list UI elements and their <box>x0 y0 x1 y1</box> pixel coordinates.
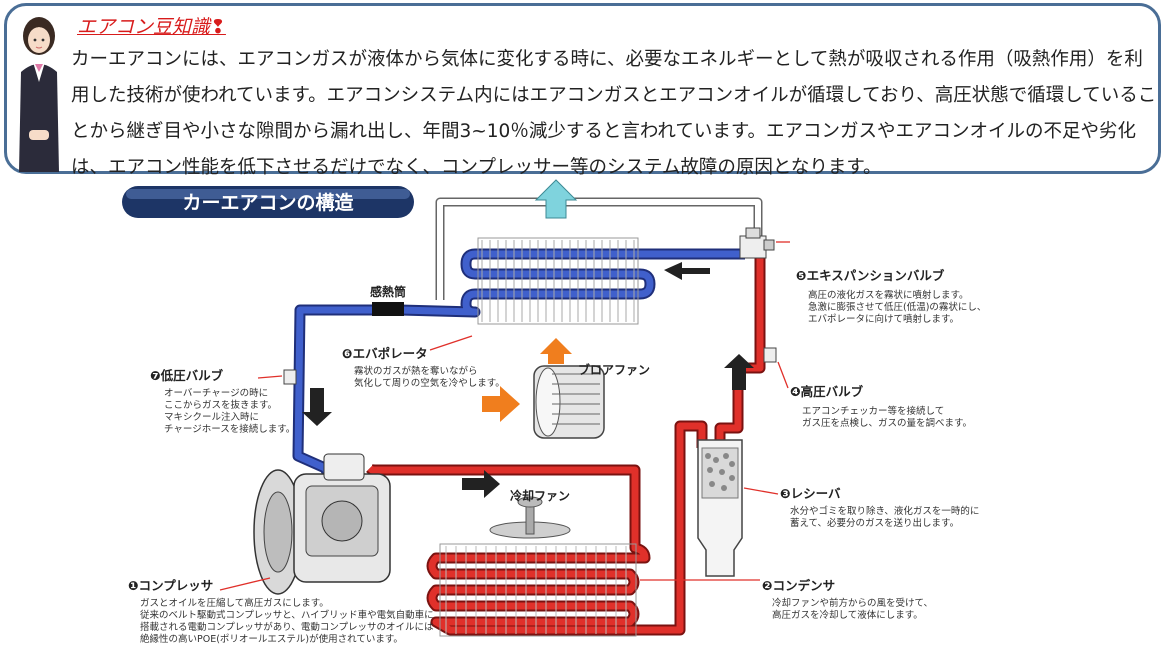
info-box: エアコン豆知識❢ カーエアコンには、エアコンガスが液体から気体に変化する時に、必… <box>4 3 1161 178</box>
diagram-title: カーエアコンの構造 <box>182 191 354 214</box>
low-valve-desc-2: ここからガスを抜きます。 <box>164 399 277 411</box>
cooling-fan <box>489 496 571 539</box>
high-valve-desc-2: ガス圧を点検し、ガスの量を調べます。 <box>802 417 972 429</box>
compressor-desc-1: ガスとオイルを圧縮して高圧ガスにします。 <box>140 597 329 609</box>
flow-arrow-right <box>462 470 500 498</box>
low-pressure-valve <box>283 369 297 385</box>
blower-arrow <box>482 386 520 422</box>
condenser-desc-2: 高圧ガスを冷却して液体にします。 <box>772 609 923 621</box>
evaporator-desc-1: 霧状のガスが熱を奪いながら <box>354 365 478 377</box>
condenser-desc-1: 冷却ファンや前方からの風を受けて、 <box>772 597 933 609</box>
evaporator-title: ❻エバポレータ <box>342 346 428 361</box>
receiver-desc-1: 水分やゴミを取り除き、液化ガスを一時的に <box>790 505 979 517</box>
compressor-desc-3: 搭載される電動コンプレッサがあり、電動コンプレッサのオイルには <box>140 621 434 633</box>
high-valve-desc-1: エアコンチェッカー等を接続して <box>802 405 944 417</box>
condenser <box>439 543 637 637</box>
flow-arrow-up <box>724 354 754 390</box>
info-title: エアコン豆知識❢ <box>77 16 226 38</box>
receiver <box>697 439 743 577</box>
low-valve-title: ❼低圧バルブ <box>150 368 224 383</box>
cool-air-arrow <box>534 179 578 219</box>
evaporator <box>477 237 639 325</box>
condenser-title: ❷コンデンサ <box>762 578 835 593</box>
evaporator-desc-2: 気化して周りの空気を冷やします。 <box>354 377 505 389</box>
low-valve-desc-4: チャージホースを接続します。 <box>164 423 295 435</box>
high-valve-title: ❹高圧バルブ <box>790 384 864 399</box>
avatar <box>19 17 59 172</box>
expansion-desc-2: 急激に膨張させて低圧(低温)の霧状にし、 <box>808 301 986 313</box>
blower-fan-label: ブロアファン <box>578 362 650 377</box>
compressor-desc-2: 従来のベルト駆動式コンプレッサと、ハイブリッド車や電気自動車に <box>140 609 434 621</box>
compressor <box>253 453 391 595</box>
cooling-fan-label: 冷却ファン <box>510 488 570 503</box>
receiver-title: ❸レシーバ <box>780 486 841 501</box>
expansion-valve <box>739 227 775 259</box>
high-pressure-valve <box>763 347 777 363</box>
diagram-header-shine <box>126 189 410 199</box>
flow-arrow-down <box>302 388 332 426</box>
blower-fan <box>533 365 605 439</box>
expansion-desc-3: エバポレータに向けて噴射します。 <box>808 313 959 325</box>
receiver-desc-2: 蓄えて、必要分のガスを送り出します。 <box>790 517 959 529</box>
air-in-arrow <box>540 338 572 364</box>
flow-arrow-evap <box>664 262 710 280</box>
compressor-desc-4: 絶縁性の高いPOE(ポリオールエステル)が使用されています。 <box>140 633 403 645</box>
aircon-diagram: カーエアコンの構造 感熱筒 <box>122 179 986 645</box>
kanetsuto-label: 感熱筒 <box>370 284 406 299</box>
compressor-title: ❶コンプレッサ <box>128 578 213 593</box>
expansion-desc-1: 高圧の液化ガスを霧状に噴射します。 <box>808 289 969 301</box>
info-body: カーエアコンには、エアコンガスが液体から気体に変化する時に、必要なエネルギーとし… <box>71 49 1157 178</box>
expansion-title: ❺エキスパンションバルブ <box>796 268 945 283</box>
low-valve-desc-3: マキシクール注入時に <box>164 411 259 423</box>
kanetsuto-block <box>372 302 404 316</box>
lightbulb-icon: ❢ <box>210 16 226 38</box>
low-valve-desc-1: オーバーチャージの時に <box>164 388 268 399</box>
